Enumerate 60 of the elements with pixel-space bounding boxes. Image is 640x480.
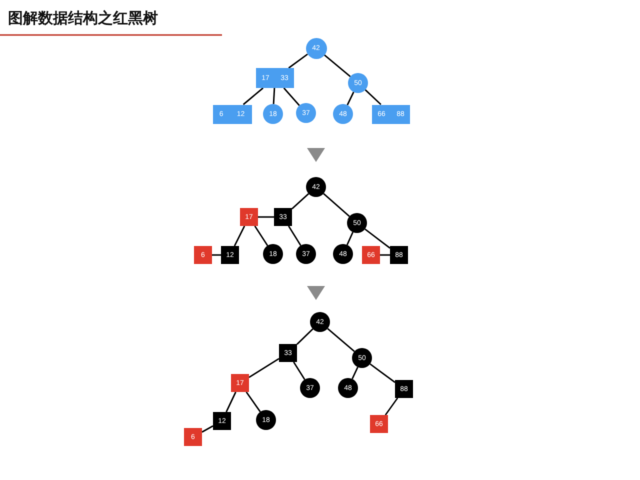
tree-edge — [327, 328, 355, 352]
tree-node-circle — [296, 244, 316, 264]
tree-edge — [352, 366, 358, 380]
tree-edge — [212, 254, 221, 256]
block-arrow — [307, 148, 325, 162]
title: 图解数据结构之红黑树 — [8, 9, 158, 28]
tree-node-circle — [263, 244, 283, 264]
tree-node-square — [395, 380, 413, 398]
tree-node-square — [362, 246, 380, 264]
tree-node-square — [370, 415, 388, 433]
tree-node-circle — [333, 244, 353, 264]
tree-node-circle — [338, 378, 358, 398]
tree-node-circle — [352, 348, 372, 368]
tree-node-circle — [310, 312, 330, 332]
tree-edge — [292, 193, 310, 210]
tree-edge — [346, 232, 354, 246]
tree-node-square — [279, 344, 297, 362]
tree-node-circle — [306, 38, 326, 58]
tree-node-circle — [306, 177, 326, 197]
tree-edge — [380, 254, 390, 256]
tree-node-circle — [348, 73, 368, 93]
tree-edge — [288, 226, 302, 246]
tree-edge — [293, 362, 306, 380]
tree-node-circle — [333, 104, 353, 124]
tree-node-square — [256, 68, 294, 88]
tree-edge — [384, 398, 398, 416]
tree-node-circle — [256, 410, 276, 430]
tree-node-square — [274, 208, 292, 226]
tree-edge — [254, 226, 268, 246]
tree-edge — [246, 392, 261, 412]
tree-node-circle — [347, 213, 367, 233]
tree-node-square — [184, 428, 202, 446]
tree-node-square — [390, 246, 408, 264]
tree-node-square — [213, 412, 231, 430]
tree-edge — [248, 358, 280, 378]
tree-node-circle — [263, 104, 283, 124]
tree-edge — [202, 425, 214, 433]
tree-edge — [364, 89, 382, 106]
tree-node-square — [221, 246, 239, 264]
tree-edge — [346, 92, 354, 106]
tree-node-square — [240, 208, 258, 226]
tree-node-square — [231, 374, 249, 392]
tree-edge — [370, 363, 396, 383]
tree-edge — [324, 54, 351, 78]
tree-node-square — [194, 246, 212, 264]
block-arrow — [307, 286, 325, 300]
tree-edge — [226, 392, 236, 412]
tree-edge — [288, 54, 308, 69]
tree-edge — [283, 88, 300, 106]
tree-edge — [242, 87, 264, 106]
tree-node-circle — [296, 103, 316, 123]
tree-node-square — [212, 104, 252, 124]
tree-edge — [234, 226, 246, 246]
tree-node-square — [372, 104, 410, 124]
tree-node-circle — [300, 378, 320, 398]
tree-edge — [258, 216, 274, 218]
tree-edge — [296, 328, 314, 345]
tree-edge — [272, 88, 276, 104]
tree-edge — [364, 228, 390, 249]
tree-edge — [323, 193, 350, 217]
